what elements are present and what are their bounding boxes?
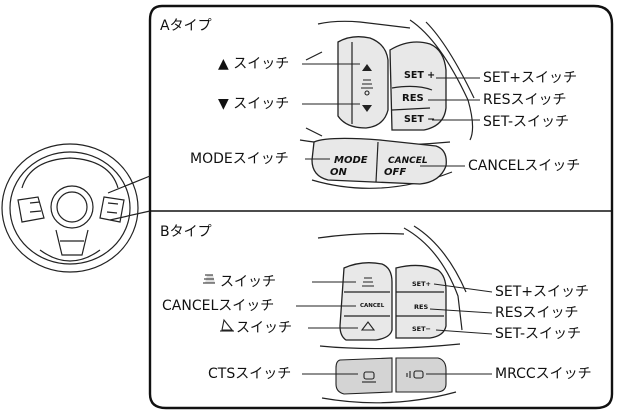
type-b-set-minus-button[interactable]: SET− [412, 325, 431, 333]
label-a-mode-switch: MODEスイッチ [190, 151, 289, 167]
label-b-set-minus-switch: SET-スイッチ [495, 326, 581, 342]
type-b-lane-icon [360, 321, 376, 331]
svg-text:スイッチ: スイッチ [220, 274, 276, 290]
type-a-up-down-rocker [337, 36, 389, 129]
label-b-cts-switch: CTSスイッチ [208, 366, 291, 382]
label-a-res-switch: RESスイッチ [483, 92, 566, 108]
type-a-distance-icon [361, 79, 373, 96]
label-a-up-switch: ▲ スイッチ [218, 56, 289, 72]
lane-keep-icon [221, 318, 234, 331]
type-a-mode-text: MODE [334, 155, 368, 166]
distance-icon [203, 274, 215, 284]
steering-wheel-illustration [1, 143, 139, 273]
type-b-cancel-button[interactable]: CANCEL [360, 303, 385, 309]
label-b-distance-switch: スイッチ [203, 274, 276, 290]
type-a-set-res-pad [389, 41, 447, 131]
svg-text:スイッチ: スイッチ [236, 320, 292, 336]
label-a-cancel-switch: CANCELスイッチ [468, 158, 580, 174]
type-a-set-plus-button[interactable]: SET + [404, 70, 435, 81]
type-b-distance-icon [362, 277, 374, 287]
type-a-cancel-text: CANCEL [388, 156, 428, 166]
label-a-set-minus-switch: SET-スイッチ [483, 114, 569, 130]
type-b-mrcc-button [395, 357, 447, 393]
label-a-down-switch: ▼ スイッチ [218, 96, 289, 112]
label-a-set-plus-switch: SET+スイッチ [483, 70, 577, 86]
type-a-off-text: OFF [384, 167, 406, 178]
leader-b-set-minus [435, 329, 493, 335]
type-a-switch-drawing: SET + RES SET − MODE ON CANCEL OFF [299, 19, 475, 189]
type-a-res-button[interactable]: RES [402, 93, 424, 104]
callout-line-lower [109, 210, 151, 221]
label-b-res-switch: RESスイッチ [495, 305, 578, 321]
callout-line-upper [107, 175, 151, 194]
type-a-on-text: ON [330, 167, 348, 178]
section-b-title: Bタイプ [160, 224, 212, 240]
type-a-up-arrow-icon [362, 64, 372, 71]
leader-b-res [429, 308, 493, 314]
section-a-title: Aタイプ [160, 18, 212, 34]
label-b-lane-switch: スイッチ [220, 318, 292, 336]
type-b-cts-icon [362, 371, 376, 383]
label-b-cancel-switch: CANCELスイッチ [162, 298, 274, 314]
type-b-mrcc-icon [406, 370, 424, 379]
type-b-set-plus-button[interactable]: SET+ [412, 280, 431, 288]
type-a-down-arrow-icon [362, 105, 372, 112]
detail-panel-frame [148, 4, 614, 410]
type-b-set-res-pad [395, 264, 447, 339]
label-b-mrcc-switch: MRCCスイッチ [495, 366, 592, 382]
type-a-set-minus-button[interactable]: SET − [404, 114, 435, 125]
label-b-set-plus-switch: SET+スイッチ [495, 284, 589, 300]
type-b-switch-drawing: CANCEL SET+ RES SET− [317, 225, 467, 404]
type-b-res-button[interactable]: RES [414, 303, 428, 311]
leader-b-set-plus [433, 283, 493, 293]
